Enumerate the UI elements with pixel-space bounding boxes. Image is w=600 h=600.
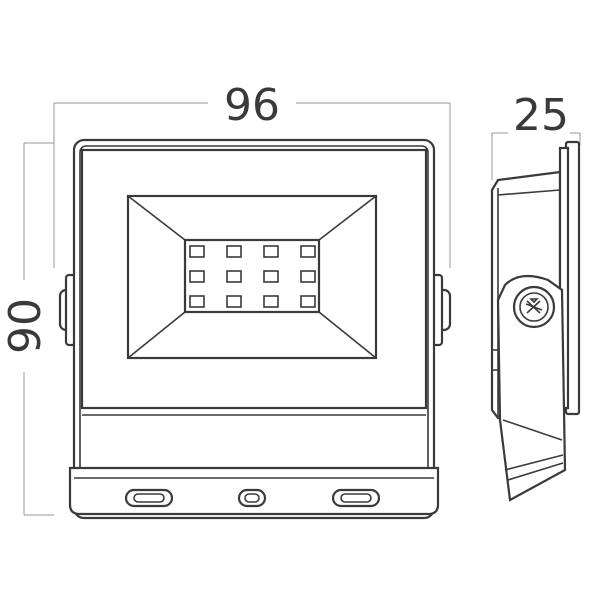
led-chip xyxy=(263,245,279,258)
height-dimension-label: 90 xyxy=(0,298,51,354)
led-chip xyxy=(300,270,316,283)
side-bracket-line-2 xyxy=(504,454,564,471)
width-dimension: 96 xyxy=(53,80,451,268)
side-bracket-line-3 xyxy=(507,462,564,481)
front-view xyxy=(58,138,452,520)
led-chip xyxy=(226,245,242,258)
pivot-screw-icon xyxy=(512,285,556,329)
led-chip xyxy=(300,245,316,258)
led-chip xyxy=(189,245,205,258)
mounting-hole-center xyxy=(237,488,267,508)
mounting-slot-right xyxy=(331,488,381,508)
led-grid xyxy=(189,245,316,308)
side-bracket-arm xyxy=(496,274,567,502)
led-chip xyxy=(300,295,316,308)
reflector-edge-br xyxy=(318,311,377,359)
side-bracket-line-1 xyxy=(502,419,563,441)
reflector-edge-tr xyxy=(318,195,377,241)
led-chip xyxy=(189,295,205,308)
mounting-slot-left xyxy=(124,488,174,508)
width-dimension-label: 96 xyxy=(224,80,280,131)
reflector xyxy=(126,194,378,360)
reflector-edge-tl xyxy=(127,195,186,241)
depth-dimension-label: 25 xyxy=(513,90,569,141)
height-dimension: 90 xyxy=(0,142,54,516)
led-chip xyxy=(263,295,279,308)
depth-dimension: 25 xyxy=(491,90,581,180)
led-chip xyxy=(226,295,242,308)
side-housing-fin-top xyxy=(497,189,561,196)
led-chip xyxy=(226,270,242,283)
led-chip xyxy=(263,270,279,283)
reflector-inner xyxy=(183,238,321,314)
side-view xyxy=(490,140,581,502)
led-chip xyxy=(189,270,205,283)
reflector-edge-bl xyxy=(127,311,186,359)
